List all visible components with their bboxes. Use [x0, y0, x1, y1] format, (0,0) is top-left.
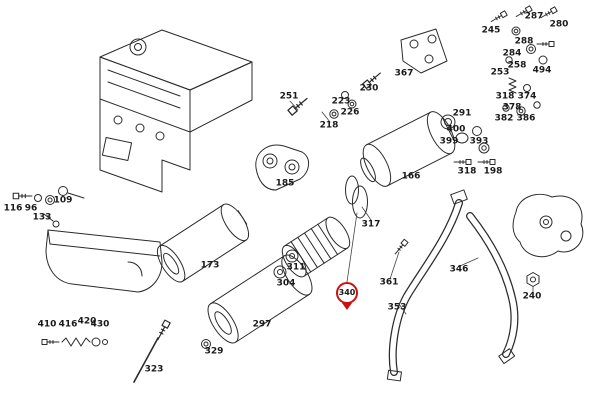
part-label-253[interactable]: 253: [490, 67, 510, 78]
part-label-353[interactable]: 353: [387, 302, 407, 313]
left-fittings: [12, 186, 85, 228]
part-label-378[interactable]: 378: [502, 102, 522, 113]
part-label-297[interactable]: 297: [252, 319, 272, 330]
part-label-251[interactable]: 251: [279, 91, 299, 102]
relief-valve-parts: [41, 337, 108, 347]
engine-block: [99, 29, 253, 193]
part-label-166[interactable]: 166: [401, 171, 421, 182]
part-label-317[interactable]: 317: [361, 219, 381, 230]
part-label-240[interactable]: 240: [522, 291, 542, 302]
part-label-399[interactable]: 399: [439, 136, 459, 147]
part-label-223[interactable]: 223: [331, 96, 351, 107]
part-label-410[interactable]: 410: [37, 319, 57, 330]
part-label-291[interactable]: 291: [452, 108, 472, 119]
part-label-416[interactable]: 416: [58, 319, 78, 330]
part-label-198[interactable]: 198: [483, 166, 503, 177]
part-label-430[interactable]: 430: [90, 319, 110, 330]
filter-bracket: [255, 144, 309, 191]
long-bolt-and-washer: [133, 319, 211, 383]
part-label-284[interactable]: 284: [502, 48, 522, 59]
part-label-393[interactable]: 393: [469, 136, 489, 147]
filter-housing-166: [360, 111, 456, 187]
small-seals: [440, 114, 490, 154]
part-label-329[interactable]: 329: [204, 346, 224, 357]
oil-pan: [45, 229, 163, 293]
part-label-218[interactable]: 218: [319, 120, 339, 131]
part-label-382[interactable]: 382: [494, 113, 514, 124]
part-label-340[interactable]: 340: [336, 282, 358, 304]
part-label-287[interactable]: 287: [524, 11, 544, 22]
part-label-304[interactable]: 304: [276, 278, 296, 289]
oil-hoses: [386, 189, 519, 382]
top-right-hardware: [489, 5, 558, 116]
part-label-318[interactable]: 318: [495, 91, 515, 102]
mounting-plate-367: [400, 28, 448, 74]
part-label-173[interactable]: 173: [200, 260, 220, 271]
part-label-288[interactable]: 288: [514, 36, 534, 47]
part-label-346[interactable]: 346: [449, 264, 469, 275]
part-label-109[interactable]: 109: [53, 195, 73, 206]
part-label-318[interactable]: 318: [457, 166, 477, 177]
part-label-400[interactable]: 400: [446, 124, 466, 135]
part-label-420[interactable]: 420: [77, 316, 97, 327]
filter-element: [281, 216, 351, 278]
part-label-367[interactable]: 367: [394, 68, 414, 79]
part-label-323[interactable]: 323: [144, 364, 164, 375]
part-label-133[interactable]: 133: [32, 212, 52, 223]
leader-lines: [289, 100, 534, 315]
part-label-311[interactable]: 311: [286, 262, 306, 273]
seal-washers: [273, 249, 299, 279]
part-label-226[interactable]: 226: [340, 107, 360, 118]
part-label-185[interactable]: 185: [275, 178, 295, 189]
part-label-386[interactable]: 386: [516, 113, 536, 124]
oil-filter-173: [156, 203, 250, 283]
right-bracket: [512, 193, 584, 287]
mid-bolts: [287, 70, 383, 119]
filter-canister-297: [207, 254, 313, 344]
part-label-245[interactable]: 245: [481, 25, 501, 36]
part-label-494[interactable]: 494: [532, 65, 552, 76]
part-label-230[interactable]: 230: [359, 83, 379, 94]
part-label-374[interactable]: 374: [517, 91, 537, 102]
part-label-361[interactable]: 361: [379, 277, 399, 288]
part-label-280[interactable]: 280: [549, 19, 569, 30]
part-label-96[interactable]: 96: [24, 203, 38, 214]
o-rings: [345, 175, 368, 219]
part-label-116[interactable]: 116: [3, 203, 23, 214]
part-label-258[interactable]: 258: [507, 60, 527, 71]
